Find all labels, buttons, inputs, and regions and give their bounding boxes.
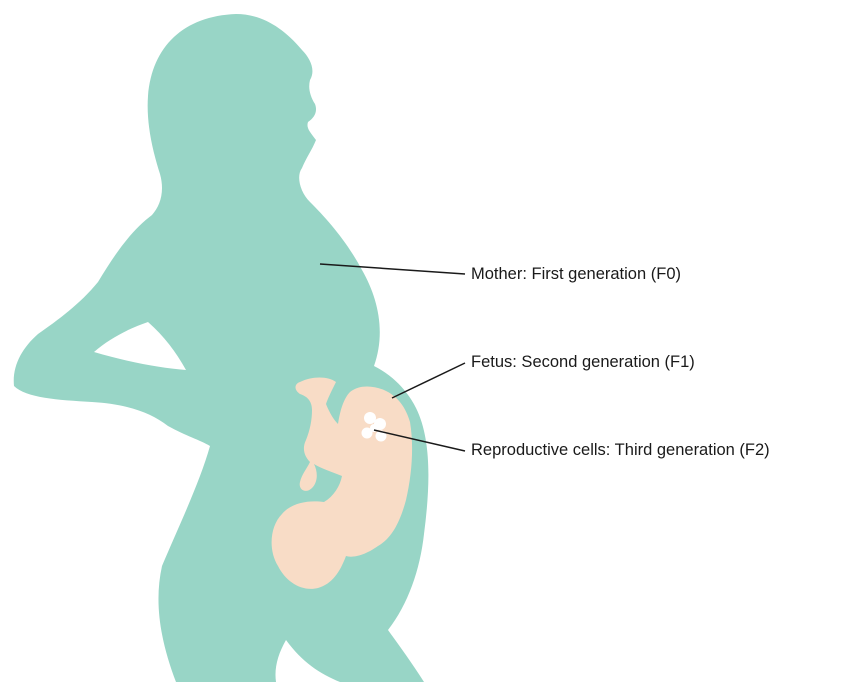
mother-label: Mother: First generation (F0) xyxy=(471,266,681,283)
reproductive-cell xyxy=(364,412,376,424)
mother-silhouette xyxy=(14,14,429,682)
leader-line-fetus xyxy=(392,363,465,398)
fetus-label: Fetus: Second generation (F1) xyxy=(471,354,695,371)
reproductive-cells-label: Reproductive cells: Third generation (F2… xyxy=(471,442,770,459)
